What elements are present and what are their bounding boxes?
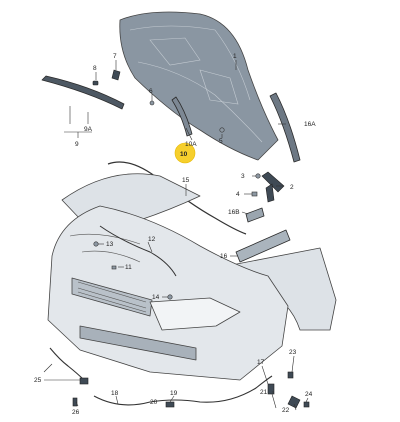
hood-seal	[269, 92, 301, 163]
label-24: 24	[305, 391, 313, 398]
bolt-5	[219, 127, 225, 133]
label-17: 17	[257, 359, 265, 366]
label-21: 21	[260, 389, 268, 396]
bracket-16	[235, 229, 291, 263]
label-23: 23	[289, 349, 297, 356]
label-7: 7	[113, 53, 117, 60]
label-12: 12	[148, 236, 156, 243]
latch-bolt-11	[111, 265, 117, 270]
part-labels: 1 7 8 6 9A 9 16A 10A 10 5 3 2 4 15 16B 1…	[34, 53, 316, 416]
bolt-4	[251, 191, 258, 197]
hood-strip-left	[41, 75, 125, 110]
part-22	[287, 395, 301, 409]
label-16b: 16B	[228, 209, 240, 216]
bolt-3	[255, 173, 261, 179]
label-26: 26	[72, 409, 80, 416]
part-23	[287, 371, 294, 379]
label-1: 1	[233, 53, 237, 60]
label-10: 10	[180, 151, 188, 158]
label-16: 16	[220, 253, 228, 260]
latch-bolt-13	[93, 241, 99, 247]
part-21	[267, 383, 275, 395]
bracket-7	[111, 69, 121, 81]
label-15: 15	[182, 177, 190, 184]
label-14: 14	[152, 294, 160, 301]
latch-cable-12	[99, 225, 177, 277]
strip-16b	[245, 207, 265, 223]
label-22: 22	[282, 407, 290, 414]
label-25: 25	[34, 377, 42, 384]
label-6: 6	[149, 88, 153, 95]
label-20: 20	[150, 399, 158, 406]
part-24	[303, 401, 310, 408]
label-8: 8	[93, 65, 97, 72]
bolt-6	[149, 100, 155, 106]
wiring-loom-25	[49, 347, 85, 381]
hood-inner-strip	[171, 96, 193, 137]
label-9: 9	[75, 141, 79, 148]
label-2: 2	[290, 184, 294, 191]
clip-19	[165, 401, 175, 408]
label-18: 18	[111, 390, 119, 397]
label-5: 5	[219, 138, 223, 145]
label-11: 11	[125, 264, 132, 271]
latch-bolt-14	[167, 294, 173, 300]
label-4: 4	[236, 191, 240, 198]
hood-hinge	[261, 171, 285, 203]
release-cable-lower	[93, 375, 273, 406]
label-13: 13	[106, 241, 114, 248]
label-9a: 9A	[84, 126, 93, 133]
label-3: 3	[241, 173, 245, 180]
clip-8	[92, 80, 99, 86]
highlight-marker-10[interactable]	[174, 142, 196, 164]
label-10a: 10A	[185, 141, 197, 148]
connector-25	[79, 377, 89, 385]
car-front-body	[47, 173, 337, 381]
label-16a: 16A	[304, 121, 316, 128]
label-19: 19	[170, 390, 178, 397]
leader-lines	[43, 60, 309, 411]
bolt-26	[72, 397, 78, 407]
hood-panel	[119, 11, 279, 161]
